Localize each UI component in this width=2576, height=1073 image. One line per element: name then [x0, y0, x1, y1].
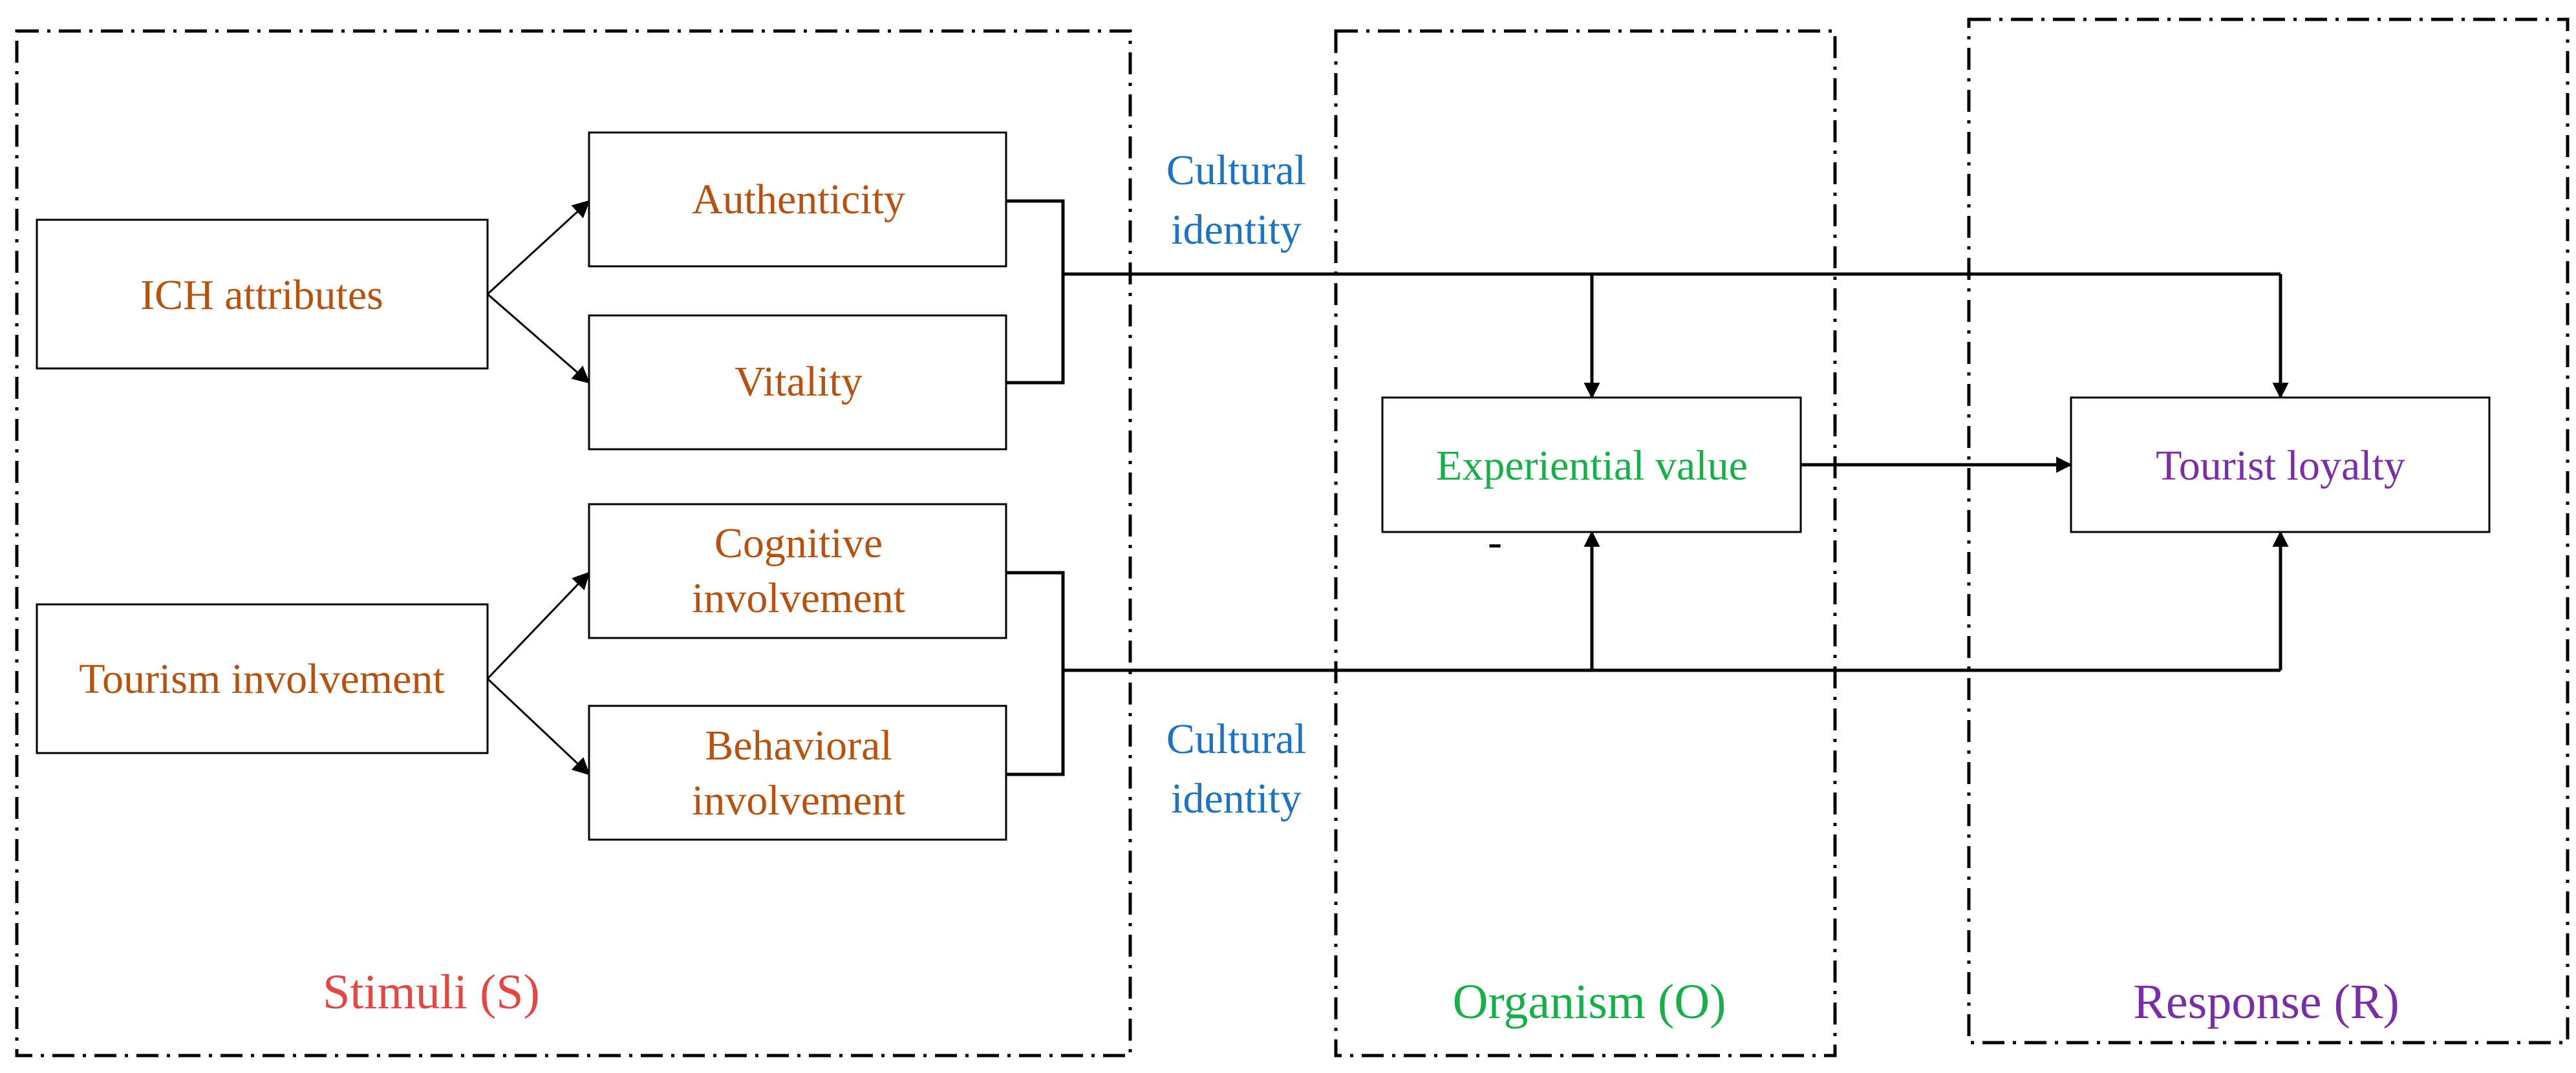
- tourism-involvement-node: Tourism involvement: [36, 603, 489, 754]
- tourism-involvement-label: Tourism involvement: [79, 655, 444, 703]
- organism-group-frame: [1334, 29, 1837, 1057]
- ich-attributes-node: ICH attributes: [36, 218, 489, 370]
- authenticity-node: Authenticity: [588, 131, 1007, 268]
- bracket-ich-sub-dimensions: [1006, 199, 1065, 385]
- behavioral-involvement-line1: Behavioral: [705, 722, 892, 769]
- vitality-node: Vitality: [588, 314, 1007, 451]
- response-group-label: Response (R): [2133, 975, 2399, 1029]
- ich-attributes-label: ICH attributes: [140, 271, 383, 319]
- cultural-identity-bottom-line1: Cultural: [1166, 716, 1306, 763]
- tourist-loyalty-node: Tourist loyalty: [2070, 396, 2491, 533]
- authenticity-label: Authenticity: [692, 176, 905, 223]
- cognitive-involvement-line1: Cognitive: [714, 520, 883, 567]
- cognitive-involvement-line2: involvement: [692, 575, 905, 622]
- bracket-involvement-sub-dimensions: [1006, 571, 1065, 776]
- cultural-identity-bottom: Cultural identity: [1166, 716, 1306, 822]
- cultural-identity-bottom-line2: identity: [1171, 775, 1302, 822]
- arrow-ich-to-authenticity: [486, 200, 590, 295]
- arrow-tourism-to-behavioral: [486, 677, 590, 776]
- experiential-value-label: Experiential value: [1436, 442, 1748, 489]
- cultural-identity-top: Cultural identity: [1166, 147, 1306, 253]
- behavioral-involvement-line2: involvement: [692, 777, 905, 824]
- dash-mark: -: [1488, 518, 1502, 566]
- tourist-loyalty-label: Tourist loyalty: [2156, 442, 2405, 489]
- organism-group-label: Organism (O): [1453, 975, 1726, 1029]
- cognitive-involvement-node: Cognitive involvement: [588, 503, 1007, 639]
- arrow-tourism-to-cognitive: [486, 571, 590, 680]
- response-group-frame: [1967, 17, 2570, 1045]
- experiential-value-node: Experiential value: [1381, 396, 1802, 533]
- stimuli-group-label: Stimuli (S): [323, 965, 540, 1019]
- behavioral-involvement-node: Behavioral involvement: [588, 705, 1007, 841]
- vitality-label: Vitality: [735, 358, 863, 405]
- stimuli-group-frame: [15, 29, 1132, 1057]
- cultural-identity-top-line1: Cultural: [1166, 147, 1306, 194]
- arrow-ich-to-vitality: [487, 293, 590, 384]
- cultural-identity-top-line2: identity: [1171, 206, 1302, 253]
